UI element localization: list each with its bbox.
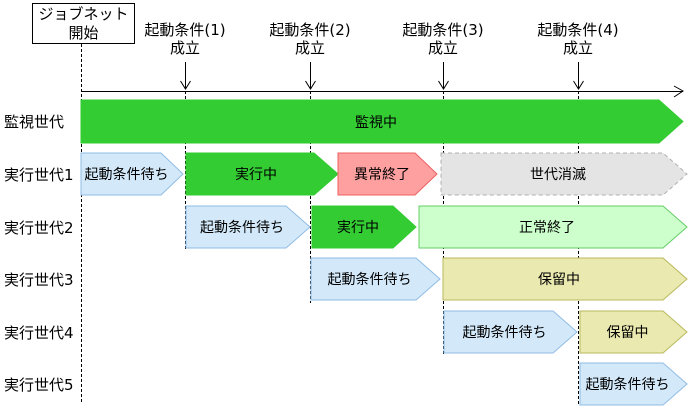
jobnet-start-label-line1: ジョブネット [38, 5, 129, 23]
jobnet-start-label-line2: 開始 [68, 24, 99, 42]
status-bar-hold [579, 310, 688, 354]
status-bar-label: 起動条件待ち [200, 220, 284, 236]
condition-label-line1: 起動条件(3) [402, 21, 484, 39]
condition-label: 起動条件(2)成立 [240, 21, 380, 57]
condition-arrowhead-icon [438, 80, 449, 90]
timeline-arrowhead-icon [673, 85, 684, 98]
status-bar-abend [337, 152, 438, 196]
condition-label-line1: 起動条件(1) [144, 21, 226, 39]
condition-label: 起動条件(3)成立 [373, 21, 513, 57]
status-bar-hold [442, 257, 688, 301]
status-bar-label: 正常終了 [519, 220, 575, 236]
status-bar-label: 保留中 [606, 325, 649, 341]
status-bar-waiting [579, 362, 688, 406]
condition-arrowhead-icon [305, 80, 316, 90]
status-bar-waiting [80, 152, 184, 196]
condition-label-line1: 起動条件(2) [269, 21, 351, 39]
status-bar-running [185, 152, 339, 196]
generation-row-label: 実行世代5 [4, 375, 74, 394]
status-bar-success [418, 205, 688, 249]
status-bar-label: 異常終了 [354, 167, 410, 183]
condition-label-line2: 成立 [294, 39, 325, 57]
status-bar-monitoring [80, 99, 684, 144]
condition-label-line2: 成立 [427, 39, 458, 57]
status-bar-label: 実行中 [337, 220, 379, 236]
condition-label-line2: 成立 [562, 39, 593, 57]
condition-label-line2: 成立 [169, 39, 200, 57]
generation-row-label: 実行世代2 [4, 218, 74, 237]
generation-row-label: 監視世代 [4, 113, 65, 131]
condition-label: 起動条件(4)成立 [508, 21, 648, 57]
generation-row-label: 実行世代3 [4, 270, 74, 289]
status-bar-label: 保留中 [538, 272, 580, 288]
condition-label-line1: 起動条件(4) [537, 21, 619, 39]
status-bar-label: 起動条件待ち [327, 272, 412, 288]
status-bar-label: 起動条件待ち [462, 325, 547, 341]
status-bar-label: 世代消滅 [530, 167, 586, 183]
status-bar-vanished [440, 152, 688, 196]
generation-row-label: 実行世代1 [4, 165, 74, 184]
status-bar-label: 起動条件待ち [84, 167, 169, 183]
jobnet-start-box: ジョブネット 開始 [32, 3, 135, 44]
condition-arrowhead-icon [180, 80, 191, 90]
condition-arrowhead-icon [573, 80, 584, 90]
status-bar-waiting [310, 257, 441, 301]
status-bar-label: 起動条件待ち [585, 377, 670, 393]
generation-row-label: 実行世代4 [4, 323, 74, 342]
status-bar-waiting [443, 310, 578, 354]
status-bar-waiting [185, 205, 311, 249]
status-bar-running [311, 205, 417, 249]
status-bar-label: 監視中 [355, 114, 397, 131]
status-bar-label: 実行中 [235, 167, 277, 183]
condition-label: 起動条件(1)成立 [115, 21, 255, 57]
